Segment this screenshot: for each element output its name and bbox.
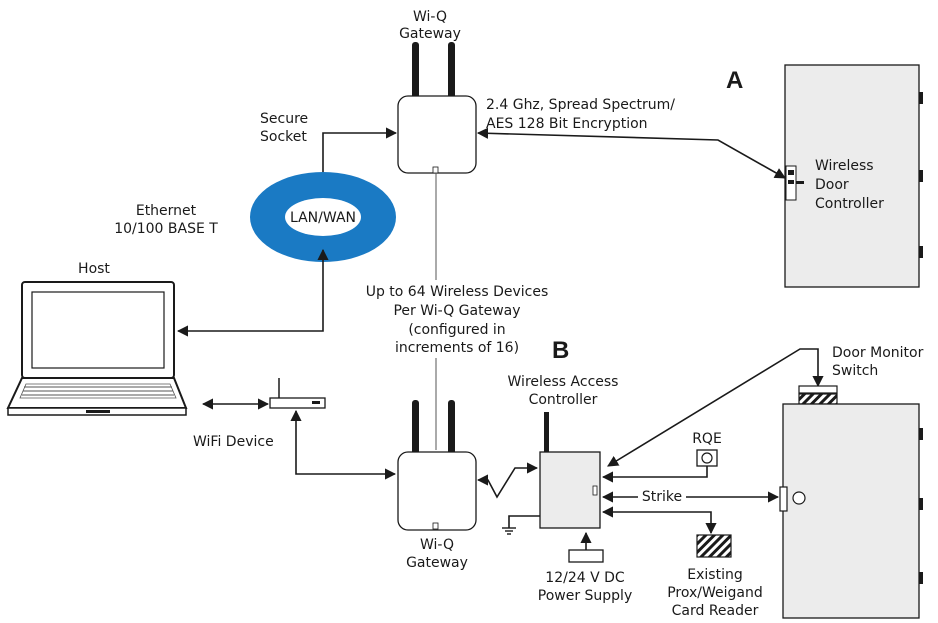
capacity-label-line3: (configured in (408, 322, 505, 338)
lan-wan-network: LAN/WAN (250, 172, 396, 262)
door-monitor-arrow (607, 348, 824, 467)
rf-link-label-line1: 2.4 Ghz, Spread Spectrum/ (486, 97, 675, 113)
lan-wan-label: LAN/WAN (290, 210, 356, 226)
ethernet-label-line2: 10/100 BASE T (114, 221, 218, 237)
rqe-arrow (601, 466, 708, 483)
hinge-icon (919, 92, 923, 258)
ground-icon (502, 515, 540, 535)
wiq-gateway-top: Wi-Q Gateway (397, 9, 477, 174)
antenna-icon (412, 400, 455, 456)
card-reader-arrow (601, 506, 717, 535)
door-controller-label-line3: Controller (815, 196, 884, 212)
card-reader-icon (696, 534, 732, 558)
gateway-top-led (432, 166, 439, 174)
wifi-device-label: WiFi Device (193, 434, 274, 450)
rf-link-arrow (476, 127, 786, 179)
gateway-bottom-led (432, 522, 439, 530)
power-supply-unit (568, 549, 604, 563)
door-monitor-label-line1: Door Monitor (832, 345, 924, 361)
secure-socket-label-line1: Secure (260, 111, 308, 127)
strike-label-bg (638, 486, 686, 504)
ethernet-label-line1: Ethernet (136, 203, 197, 219)
marker-b: B (552, 337, 569, 364)
door-controller-label-line1: Wireless (815, 158, 874, 174)
gateway-bottom-unit (397, 451, 477, 531)
gateway-top-label-line1: Wi-Q (413, 9, 447, 25)
door-controller-label-line2: Door (815, 177, 849, 193)
gateway-top-label-line2: Gateway (399, 26, 461, 42)
door-monitor-switch-icon (798, 393, 838, 405)
power-supply-label-line2: Power Supply (538, 588, 633, 604)
secure-socket-label-line2: Socket (260, 129, 307, 145)
door-monitor-switch-housing (798, 385, 838, 394)
gateway-lan-arrow (317, 127, 398, 188)
antenna-icon (412, 42, 455, 100)
rqe-button-icon (696, 449, 718, 467)
capacity-label-line1: Up to 64 Wireless Devices (366, 284, 549, 300)
capacity-label-line4: increments of 16) (395, 340, 519, 356)
host-label: Host (78, 261, 110, 277)
hinge-icon (919, 428, 923, 584)
access-controller-label-line2: Controller (529, 392, 598, 408)
rqe-label: RQE (692, 431, 722, 447)
rf-link-label-line2: AES 128 Bit Encryption (486, 116, 648, 132)
wifi-router-icon (269, 378, 326, 409)
door-knob-icon (792, 491, 806, 505)
door-strike-icon (779, 486, 788, 512)
door-monitor-label-line2: Switch (832, 363, 878, 379)
gateway-bottom-label-line1: Wi-Q (420, 537, 454, 553)
capacity-label-line2: Per Wi-Q Gateway (393, 303, 520, 319)
gateway-bottom-label-line2: Gateway (406, 555, 468, 571)
door-a: Wireless Door Controller (784, 64, 923, 288)
gateway-controller-rf-arrow (476, 462, 539, 499)
strike-label: Strike (642, 489, 682, 505)
marker-a: A (726, 67, 743, 94)
card-reader-label-line1: Existing (687, 567, 742, 583)
gateway-top-unit (397, 95, 477, 174)
wireless-access-controller (539, 412, 601, 529)
door-b (779, 385, 923, 619)
card-reader-label-line2: Prox/Weigand (667, 585, 763, 601)
wifi-gateway-arrow (290, 409, 397, 480)
power-supply-label-line1: 12/24 V DC (545, 570, 625, 586)
card-reader-label-line3: Card Reader (672, 603, 759, 619)
wiq-gateway-bottom: Wi-Q Gateway (397, 400, 477, 571)
door-lock-icon (785, 165, 804, 201)
access-controller-label-line1: Wireless Access (508, 374, 619, 390)
lan-host-arrow (176, 248, 329, 337)
laptop-icon (6, 281, 188, 416)
